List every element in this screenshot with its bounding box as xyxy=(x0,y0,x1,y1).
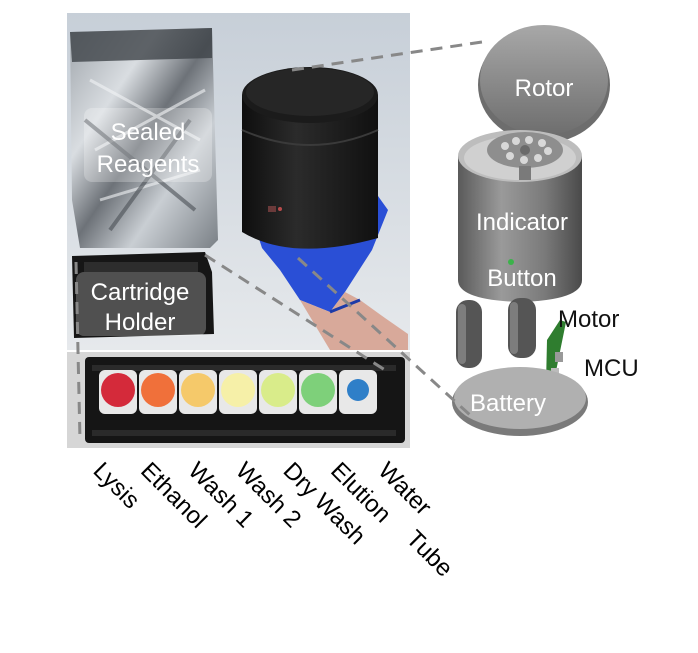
tube-circles xyxy=(99,370,377,414)
cartridge-holder-text-1: Cartridge xyxy=(91,279,190,306)
motor-text: Motor xyxy=(558,306,619,333)
indicator-text: Indicator xyxy=(476,209,568,236)
sealed-reagents-text-2: Reagents xyxy=(97,151,200,178)
connector-holder xyxy=(74,261,82,441)
indicator-led xyxy=(508,259,514,265)
tube-cap xyxy=(221,373,255,407)
rotor-part: Rotor xyxy=(478,25,610,143)
button-text: Button xyxy=(487,265,556,292)
device-body-photo xyxy=(241,67,379,249)
sealed-reagents-label: Sealed Reagents xyxy=(84,108,212,182)
tube-cap xyxy=(181,373,215,407)
connector-rotor xyxy=(291,40,483,72)
battery-text: Battery xyxy=(470,390,546,417)
battery-cells xyxy=(456,298,536,368)
tube-cap xyxy=(347,379,369,401)
rotor-text: Rotor xyxy=(515,75,574,102)
cartridge-photo xyxy=(67,352,410,448)
sealed-reagents-text-1: Sealed xyxy=(111,119,186,146)
tube-cap xyxy=(261,373,295,407)
tube-cap xyxy=(101,373,135,407)
mcu-text: MCU xyxy=(584,355,639,382)
cartridge-holder-photo xyxy=(72,252,214,338)
connector-lines xyxy=(74,40,483,441)
cartridge-holder-text-2: Holder xyxy=(105,309,176,336)
connector-cartridge xyxy=(204,253,386,372)
housing-part: Indicator Button xyxy=(458,130,582,302)
tube-label: Lysis xyxy=(88,457,145,514)
device-photo: Sealed Reagents Cartridge Holder xyxy=(67,13,410,350)
sealed-reagent-bag xyxy=(70,28,218,248)
tube-text: Tube xyxy=(401,525,458,582)
battery-plate: Battery xyxy=(452,367,588,436)
exploded-view: Rotor Indicator Button xyxy=(452,25,639,436)
tube-cap xyxy=(141,373,175,407)
tube-cap xyxy=(301,373,335,407)
cartridge-holder-label: Cartridge Holder xyxy=(76,272,206,336)
